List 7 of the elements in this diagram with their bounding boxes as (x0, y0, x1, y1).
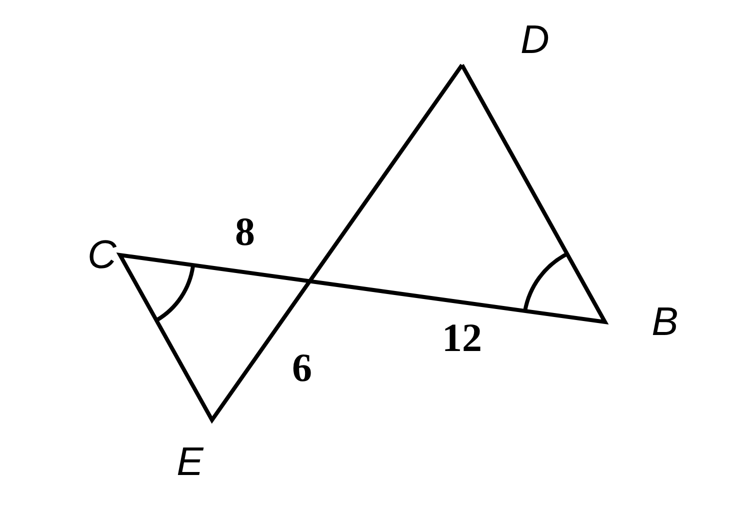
length-label: 8 (235, 212, 255, 252)
length-label: 12 (442, 318, 482, 358)
length-label: 6 (292, 348, 312, 388)
vertex-label: B (652, 302, 678, 342)
vertex-label: E (176, 442, 204, 482)
vertex-label: C (88, 235, 116, 275)
vertex-label: D (520, 20, 550, 60)
